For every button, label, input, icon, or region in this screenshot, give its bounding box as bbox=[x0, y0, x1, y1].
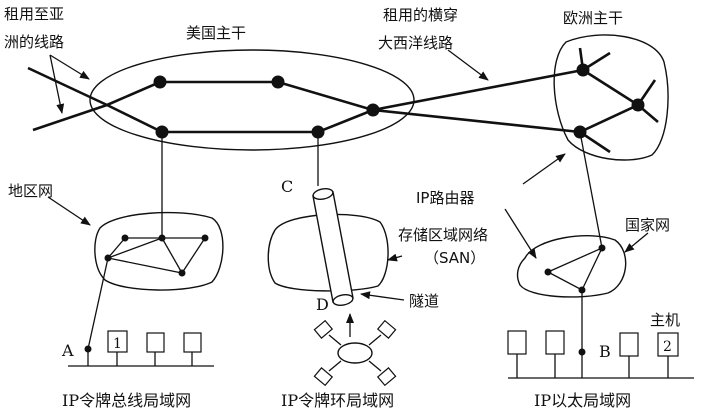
storage-area-network bbox=[267, 213, 389, 292]
asia-leased-label: 洲的线路 bbox=[4, 33, 64, 51]
europe-to-national-link bbox=[579, 131, 603, 249]
us-node bbox=[271, 75, 285, 89]
national-net-label: 国家网 bbox=[625, 216, 670, 234]
point-a-label: A bbox=[61, 341, 74, 360]
point-b-label: B bbox=[599, 342, 611, 361]
arrow-router bbox=[522, 153, 566, 185]
station-box bbox=[507, 330, 527, 355]
europe-node bbox=[576, 63, 590, 77]
tunnel-bottom-end bbox=[332, 294, 354, 306]
host-2-label: 2 bbox=[663, 339, 672, 355]
national-network-outline bbox=[516, 235, 627, 298]
ring-spoke bbox=[368, 360, 382, 372]
regional-net-label: 地区网 bbox=[8, 182, 53, 200]
ring-station bbox=[313, 319, 334, 339]
arrow-atlantic bbox=[447, 49, 489, 81]
ring-station bbox=[313, 367, 334, 387]
europe-backbone bbox=[553, 34, 669, 161]
token-ring-lan-label: IP令牌环局域网 bbox=[281, 391, 394, 410]
token-bus-lan bbox=[68, 257, 214, 367]
regional-link bbox=[161, 237, 183, 274]
europe-links bbox=[579, 68, 641, 134]
point-c-label: C bbox=[281, 177, 293, 196]
regional-node bbox=[178, 269, 186, 277]
atlantic-leased-label: 大西洋线路 bbox=[378, 34, 453, 52]
atlantic-line bbox=[372, 108, 581, 134]
station-box bbox=[146, 332, 165, 353]
arrow-national bbox=[624, 232, 649, 253]
regional-node bbox=[201, 234, 209, 242]
ethernet-lan-label: IP以太局域网 bbox=[534, 391, 631, 410]
arrow-asia bbox=[49, 54, 65, 114]
transatlantic-lines bbox=[372, 68, 584, 134]
station-box bbox=[545, 330, 565, 355]
national-network bbox=[516, 235, 627, 298]
ip-router-label: IP路由器 bbox=[416, 189, 474, 207]
arrow-router bbox=[504, 208, 537, 259]
ring-station bbox=[376, 319, 397, 339]
us-backbone bbox=[89, 49, 415, 151]
ring-station bbox=[376, 367, 397, 387]
europe-backbone-label: 欧洲主干 bbox=[563, 9, 623, 27]
regional-network bbox=[94, 211, 224, 291]
asia-line bbox=[32, 103, 108, 132]
us-backbone-outline bbox=[89, 49, 415, 151]
ring-spoke bbox=[328, 334, 342, 346]
regional-link bbox=[107, 237, 163, 259]
token-bus-lan-label: IP令牌总线局域网 bbox=[62, 391, 191, 410]
arrow-san bbox=[387, 253, 403, 262]
san-outline bbox=[267, 213, 389, 292]
san-label: （SAN） bbox=[424, 249, 485, 267]
tunnel-label: 隧道 bbox=[409, 292, 439, 310]
national-links bbox=[547, 246, 604, 291]
host-label: 主机 bbox=[650, 311, 680, 329]
ring-spoke bbox=[368, 334, 382, 346]
host-1-label: 1 bbox=[113, 336, 122, 352]
arrow-tunnel bbox=[360, 291, 405, 301]
tunnel bbox=[312, 188, 354, 306]
us-backbone-label: 美国主干 bbox=[186, 24, 246, 42]
bus-uplink bbox=[87, 257, 109, 350]
ethernet-lan bbox=[507, 290, 694, 379]
asia-line bbox=[27, 66, 108, 107]
atlantic-leased-label: 租用的横穿 bbox=[383, 6, 458, 24]
arrow-asia bbox=[49, 54, 90, 80]
point-d-label: D bbox=[316, 295, 329, 314]
tunnel-body bbox=[312, 191, 354, 303]
europe-backbone-outline bbox=[553, 34, 669, 161]
station-box bbox=[619, 332, 639, 357]
station-box bbox=[183, 332, 202, 353]
pointer-arrows bbox=[47, 49, 649, 337]
atlantic-line bbox=[372, 68, 584, 112]
ring-spoke bbox=[328, 360, 342, 372]
asia-leased-lines bbox=[27, 66, 108, 132]
token-ring bbox=[337, 342, 373, 364]
europe-node bbox=[631, 98, 645, 112]
regional-network-outline bbox=[94, 211, 224, 291]
regional-node bbox=[121, 234, 129, 242]
labels: 租用至亚 洲的线路 美国主干 租用的横穿 大西洋线路 欧洲主干 地区网 C 存储… bbox=[4, 5, 680, 410]
regional-links bbox=[106, 237, 207, 274]
asia-leased-label: 租用至亚 bbox=[4, 5, 64, 23]
national-node bbox=[544, 268, 552, 276]
us-backbone-links bbox=[106, 80, 377, 134]
arrow-regional bbox=[47, 196, 91, 226]
token-ring-lan bbox=[313, 319, 397, 387]
tunnel-top-end bbox=[312, 188, 334, 200]
san-label: 存储区域网络 bbox=[398, 226, 488, 244]
us-node bbox=[153, 75, 167, 89]
